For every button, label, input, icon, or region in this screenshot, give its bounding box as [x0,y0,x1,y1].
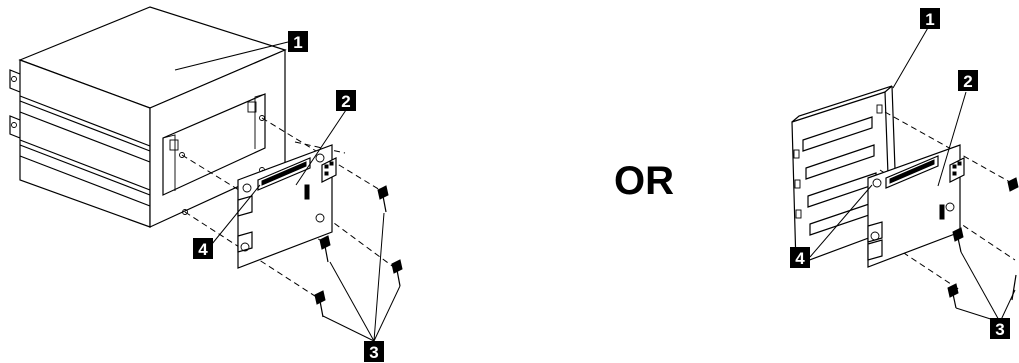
screw [952,227,964,253]
svg-text:1: 1 [925,10,934,29]
mounting-plate [791,85,898,266]
drive-cage [18,6,287,228]
cage-mounting-tab [9,69,21,93]
screw [319,235,331,263]
svg-text:2: 2 [341,92,350,111]
callout-1: 1 [920,8,940,29]
backplane [237,144,337,269]
svg-text:3: 3 [369,343,378,362]
svg-text:2: 2 [963,72,972,91]
screw [1007,177,1019,192]
callout-4: 4 [790,247,810,268]
svg-text:3: 3 [995,320,1004,339]
or-separator: OR [614,159,674,203]
left-figure [9,6,403,342]
callout-2: 2 [958,70,978,91]
jumper-block [939,204,945,220]
svg-text:1: 1 [293,33,302,52]
scsi-connector [885,155,939,189]
power-connector [321,157,337,183]
right-figure [791,25,1019,323]
screw [391,259,403,287]
callout-3: 3 [990,318,1010,339]
power-connector [949,157,965,183]
callout-2: 2 [336,90,356,111]
callout-1: 1 [288,31,308,52]
screw [377,185,389,213]
screw [314,290,326,318]
backplane [867,144,965,268]
screw [947,283,959,309]
callout-4: 4 [193,238,213,259]
svg-text:4: 4 [795,249,805,268]
cage-mounting-tab [9,115,21,139]
svg-text:4: 4 [198,240,208,259]
jumper-block [304,184,310,200]
callout-3: 3 [364,341,384,362]
